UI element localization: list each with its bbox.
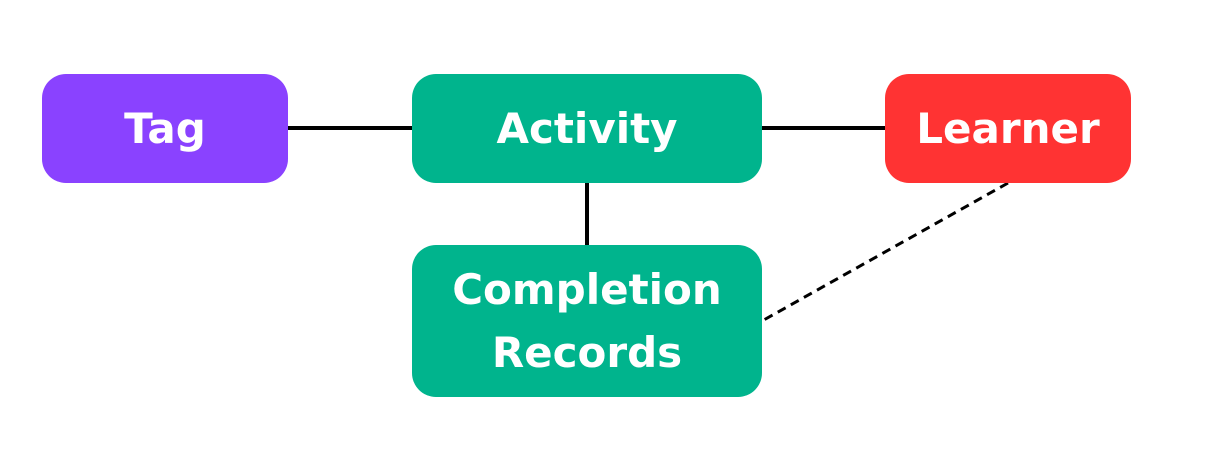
completion-records-label-line2: Records (491, 328, 683, 377)
tag-node-label: Tag (124, 104, 206, 153)
learner-node-label: Learner (916, 104, 1100, 153)
completion-records-label-line1: Completion (452, 265, 722, 314)
learner-node: Learner (885, 74, 1131, 183)
connector-learner-completion-dashed (761, 181, 1009, 323)
tag-node: Tag (42, 74, 288, 183)
completion-records-node: Completion Records (412, 245, 762, 397)
activity-node: Activity (412, 74, 762, 183)
activity-node-label: Activity (496, 104, 678, 153)
